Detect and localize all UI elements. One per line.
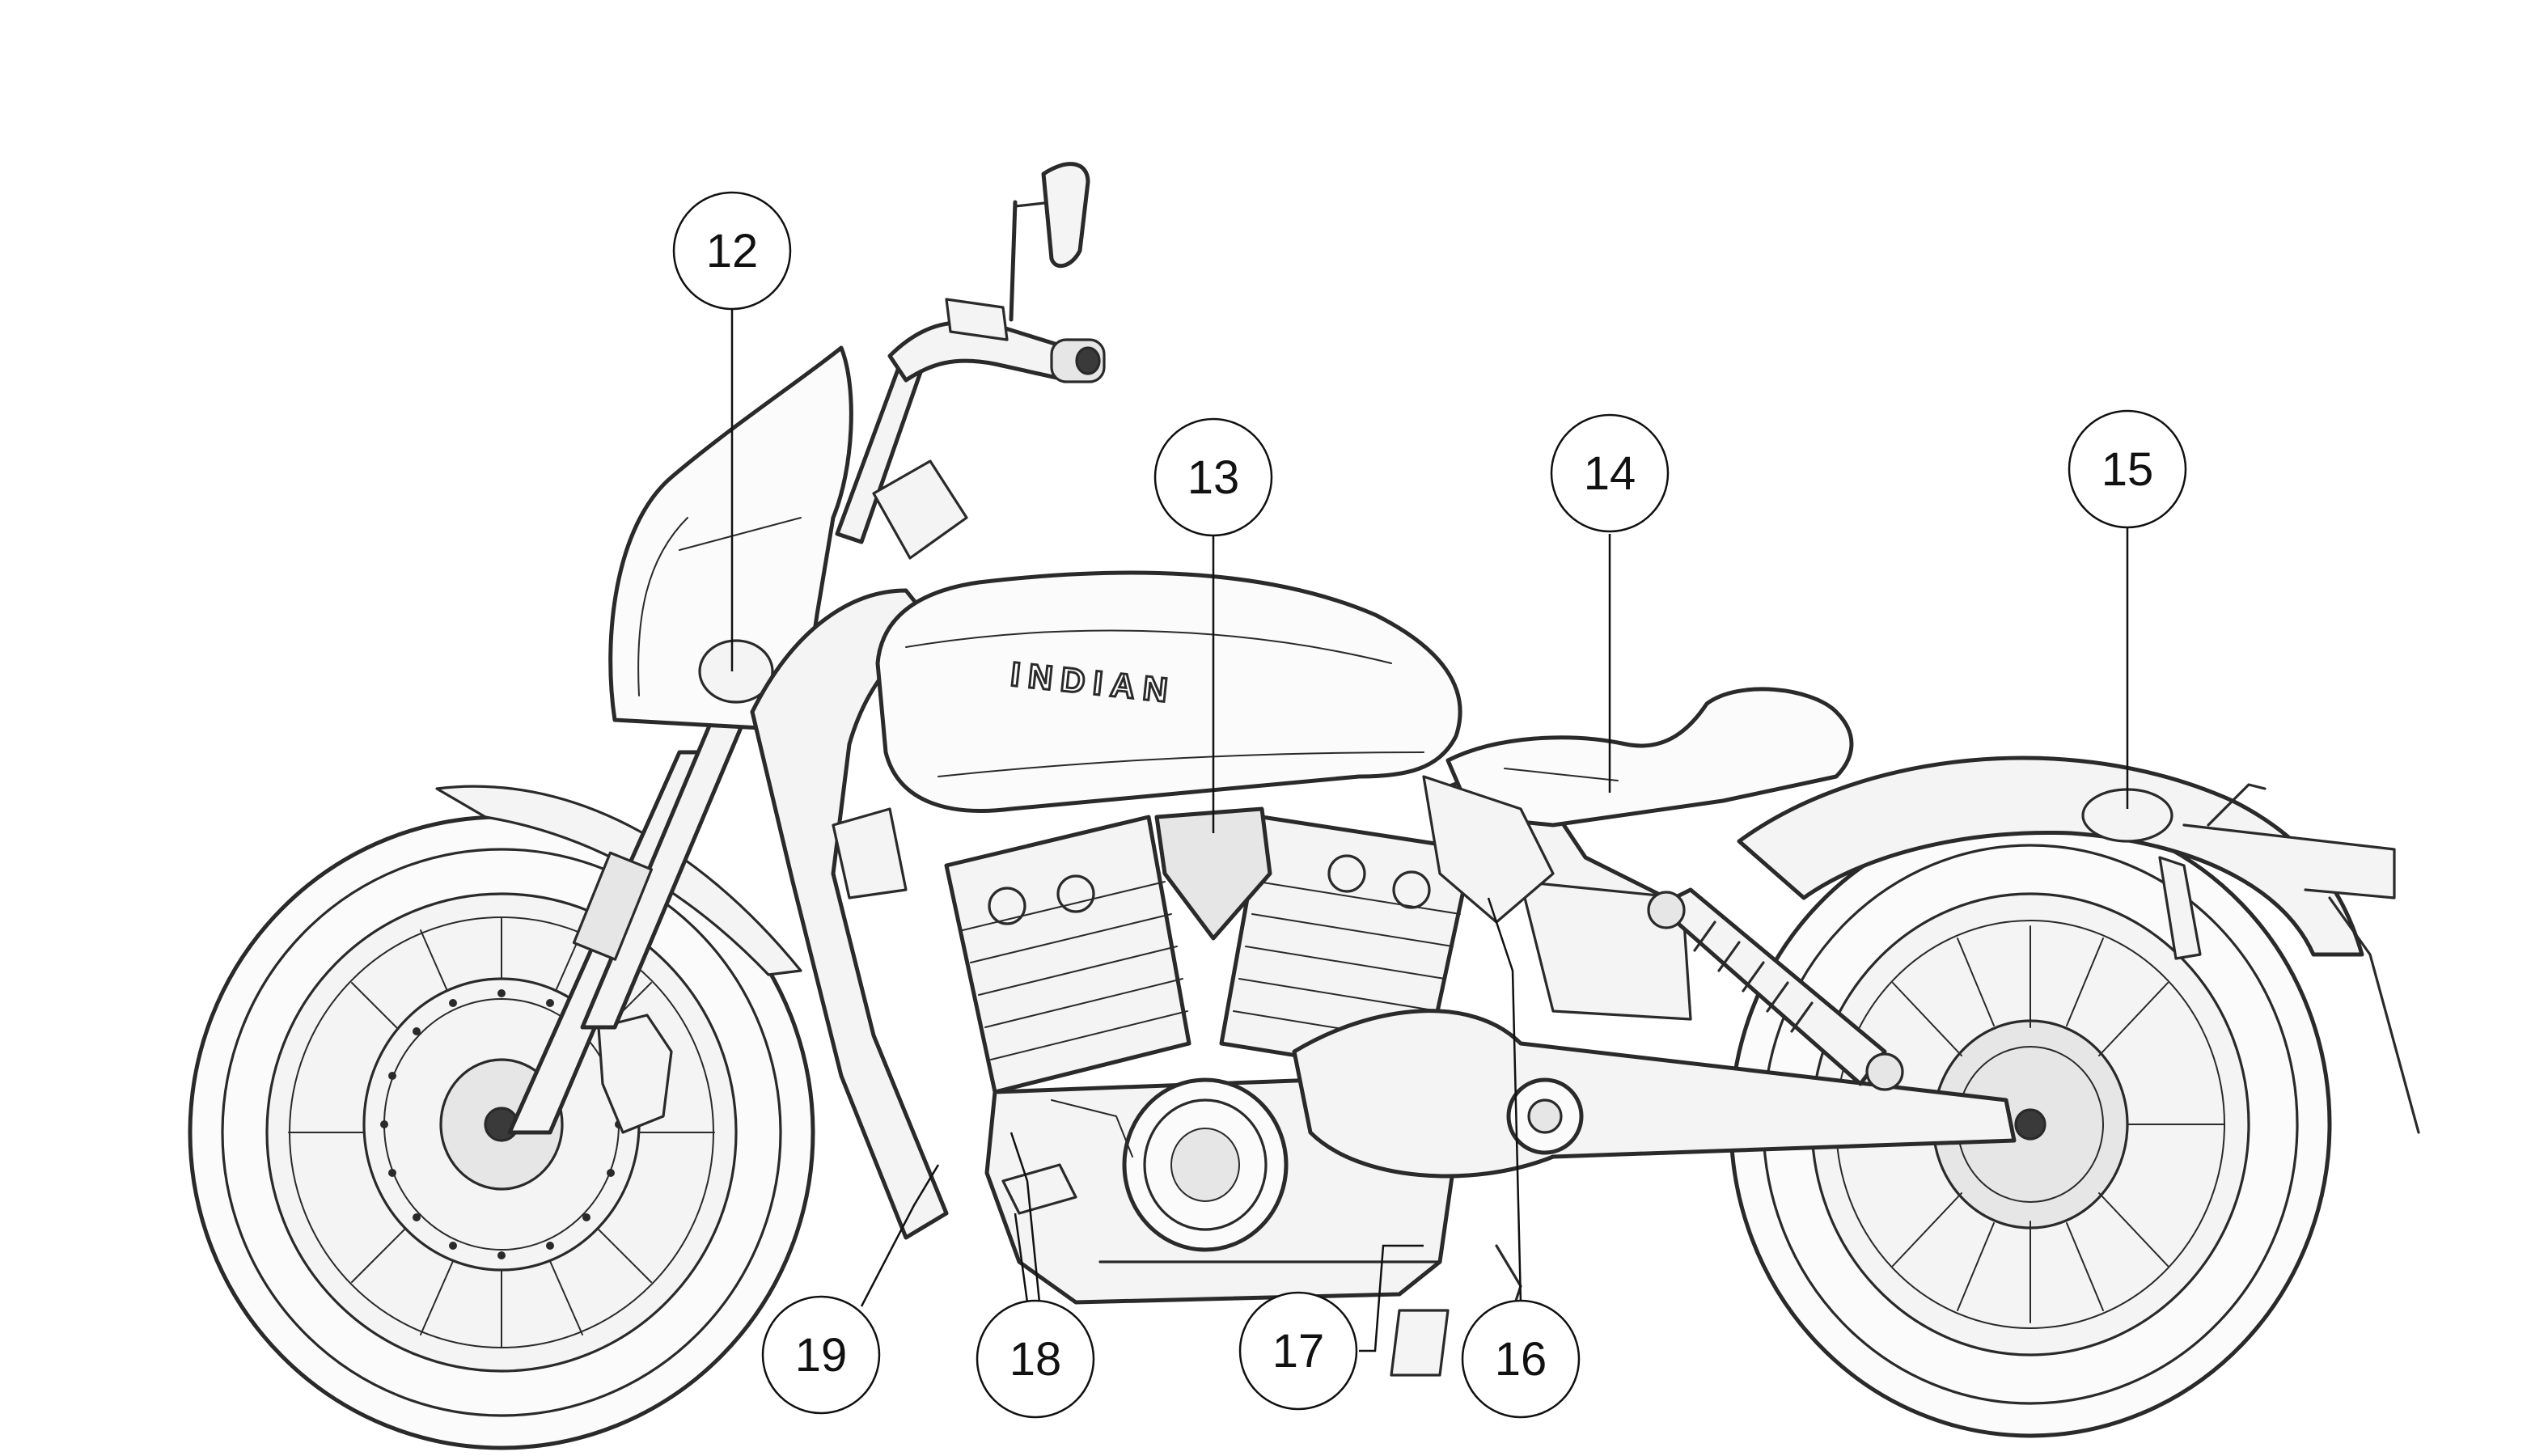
callout-14: 14 bbox=[1550, 413, 1670, 533]
foot-controls bbox=[1001, 1163, 1522, 1377]
callout-19-label: 19 bbox=[795, 1329, 848, 1382]
mirror bbox=[1009, 162, 1090, 322]
callout-15: 15 bbox=[2068, 409, 2187, 529]
rear-shock bbox=[1647, 887, 1904, 1091]
swingarm bbox=[1292, 1009, 2017, 1179]
callout-18: 18 bbox=[976, 1299, 1095, 1419]
instrument-cluster bbox=[872, 459, 968, 560]
seat bbox=[1445, 687, 1854, 827]
radiator-shroud bbox=[832, 807, 908, 899]
callout-12-label: 12 bbox=[706, 225, 759, 277]
callout-15-label: 15 bbox=[2101, 443, 2154, 496]
callout-17: 17 bbox=[1238, 1291, 1358, 1411]
rear-fender bbox=[1737, 756, 2364, 957]
callout-14-label: 14 bbox=[1584, 447, 1636, 500]
rear-wheel bbox=[1729, 811, 2332, 1438]
fuel-tank: INDIAN bbox=[875, 570, 1462, 813]
leader-lines bbox=[730, 307, 2129, 1352]
callout-12: 12 bbox=[672, 191, 792, 311]
callout-16: 16 bbox=[1461, 1299, 1581, 1419]
callout-19: 19 bbox=[761, 1295, 881, 1415]
front-forks bbox=[507, 717, 747, 1135]
engine bbox=[944, 806, 1475, 1305]
callout-13: 13 bbox=[1153, 417, 1273, 537]
license-plate-bracket bbox=[2158, 783, 2420, 1134]
callout-17-label: 17 bbox=[1272, 1325, 1325, 1378]
side-cover bbox=[1422, 775, 1555, 924]
callout-13-label: 13 bbox=[1187, 451, 1240, 504]
callout-16-label: 16 bbox=[1495, 1333, 1547, 1386]
front-fender bbox=[435, 785, 802, 976]
headlight bbox=[698, 639, 774, 704]
callout-18-label: 18 bbox=[1009, 1333, 1062, 1386]
handlebars bbox=[835, 298, 1106, 544]
